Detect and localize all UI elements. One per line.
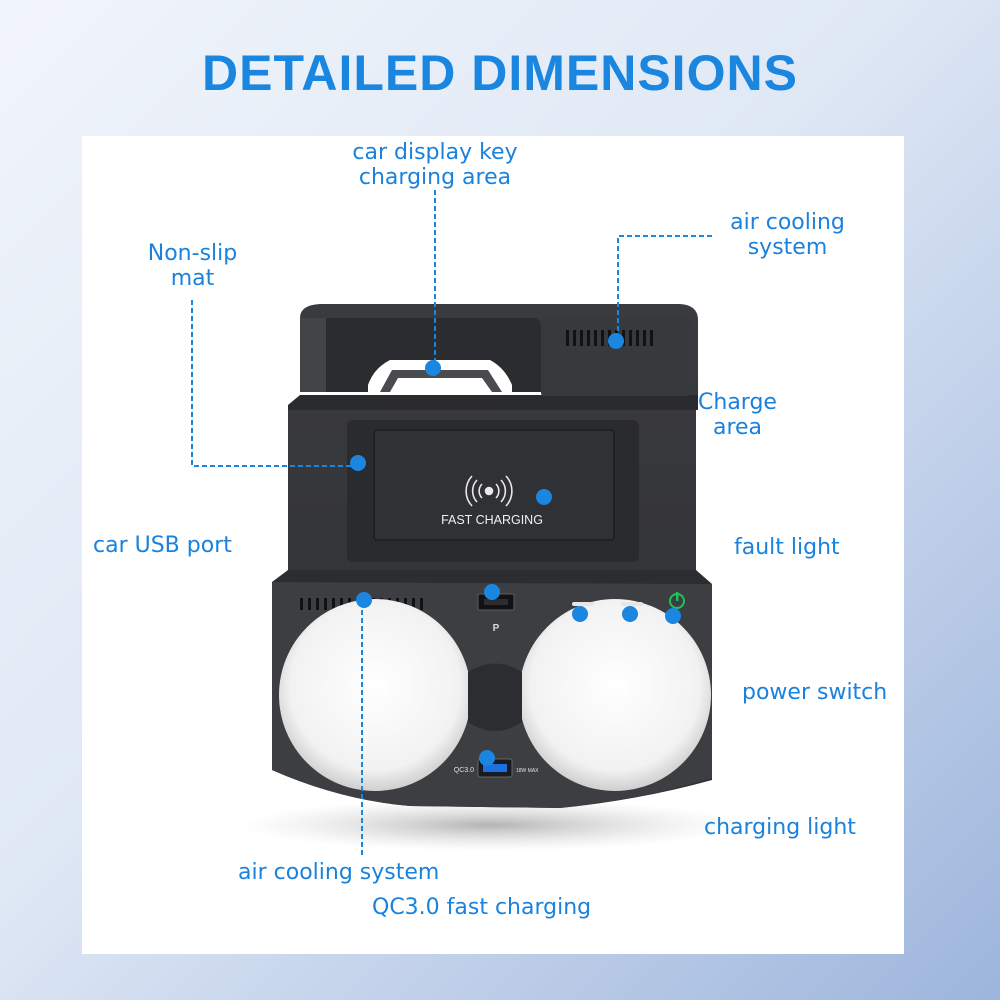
power-icon[interactable] [669, 592, 685, 609]
charging-light [621, 602, 643, 606]
label-qc30-fast-charging: QC3.0 fast charging [372, 895, 592, 920]
label-car-usb-port: car USB port [93, 533, 232, 558]
key-holder-lip [300, 318, 326, 392]
label-non-slip-mat: Non-slip mat [135, 241, 250, 291]
device-shadow [240, 799, 740, 851]
dot-air-cooling-bottom [356, 592, 372, 608]
dot-non-slip [350, 455, 366, 471]
label-air-cooling-bottom: air cooling system [238, 860, 440, 885]
label-car-display-key-line2: charging area [358, 165, 512, 190]
usb-top-mark: P [493, 623, 500, 634]
label-non-slip-line2: mat [170, 266, 215, 291]
fault-light [572, 602, 594, 606]
leader-air-cooling-top [617, 235, 712, 340]
label-power-switch: power switch [742, 680, 888, 705]
label-fault-light: fault light [734, 535, 840, 560]
label-air-cooling-top-line1: air cooling [730, 210, 845, 235]
dot-fault-light [572, 606, 588, 622]
label-car-display-key: car display key charging area [340, 140, 530, 190]
cup-holder-right [519, 599, 711, 791]
dot-qc30 [479, 750, 495, 766]
label-charge-area-line1: Charge [698, 390, 777, 415]
usb-qc-left-text: QC3.0 [454, 767, 474, 774]
cooling-block [541, 318, 691, 396]
key-holder [326, 318, 542, 392]
dot-key-area [425, 360, 441, 376]
label-car-display-key-line1: car display key [352, 140, 518, 165]
usb-qc-right-text: 18W MAX [516, 768, 539, 774]
dot-charge-area [536, 489, 552, 505]
wireless-charging-icon [465, 475, 513, 507]
label-non-slip-line1: Non-slip [147, 241, 238, 266]
leader-non-slip [191, 300, 356, 467]
label-charge-area: Charge area [685, 390, 790, 440]
pad-label: FAST CHARGING [441, 513, 543, 527]
label-air-cooling-top-line2: system [747, 235, 828, 260]
label-air-cooling-top: air cooling system [715, 210, 860, 260]
dot-power-switch [665, 608, 681, 624]
dot-usb-port [484, 584, 500, 600]
label-charge-area-line2: area [712, 415, 763, 440]
cup-holder-left [279, 599, 471, 791]
dot-charging-light [622, 606, 638, 622]
label-charging-light: charging light [704, 815, 856, 840]
page-title: DETAILED DIMENSIONS [202, 45, 798, 101]
dot-air-cooling-top [608, 333, 624, 349]
